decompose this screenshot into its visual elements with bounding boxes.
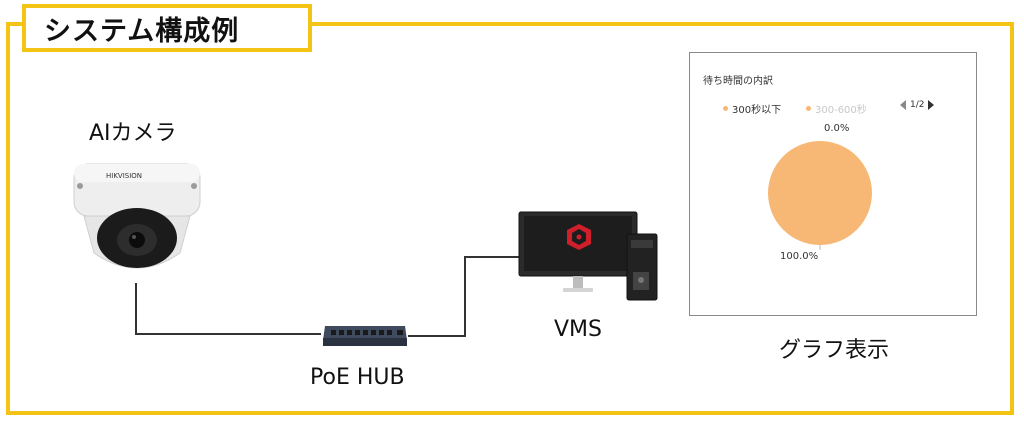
pie-slice-0: [768, 141, 872, 245]
legend-item-300[interactable]: 300秒以下: [723, 101, 781, 116]
chart-title: 待ち時間の内訳: [703, 76, 773, 87]
legend-dot-300: [723, 106, 728, 111]
legend-label-300: 300秒以下: [732, 105, 782, 116]
wire-vertical: [464, 256, 466, 337]
wire-to-vms: [464, 256, 520, 258]
data-label-300-600: 0.0%: [824, 123, 850, 134]
prev-page-icon[interactable]: [900, 100, 906, 110]
legend-dot-300-600: [806, 106, 811, 111]
chart-panel: 待ち時間の内訳 300秒以下 300-600秒 1/2 0.0% 100.0%: [689, 52, 977, 316]
camera-label: AIカメラ: [89, 121, 177, 146]
wire-hub-right: [408, 335, 465, 337]
page-title: システム構成例: [44, 15, 240, 47]
vms-label: VMS: [554, 317, 602, 342]
graph-label: グラフ表示: [779, 338, 890, 363]
next-page-icon[interactable]: [928, 100, 935, 110]
camera-icon: HIKVISION: [73, 163, 201, 269]
poe-hub-icon: [323, 326, 407, 346]
pager-text: 1/2: [910, 100, 925, 110]
chart-pager: 1/2: [900, 100, 935, 110]
pie-chart: [768, 141, 872, 250]
diagram-frame: [6, 22, 1014, 415]
data-label-300: 100.0%: [780, 251, 819, 262]
camera-brand: HIKVISION: [106, 172, 142, 180]
legend-label-300-600: 300-600秒: [815, 105, 867, 116]
title-box: システム構成例: [22, 4, 312, 52]
wire-camera-down: [135, 283, 137, 335]
wire-camera-hub: [135, 333, 321, 335]
legend-item-300-600[interactable]: 300-600秒: [806, 101, 867, 116]
vms-icon: [518, 211, 658, 301]
hub-label: PoE HUB: [310, 365, 405, 390]
